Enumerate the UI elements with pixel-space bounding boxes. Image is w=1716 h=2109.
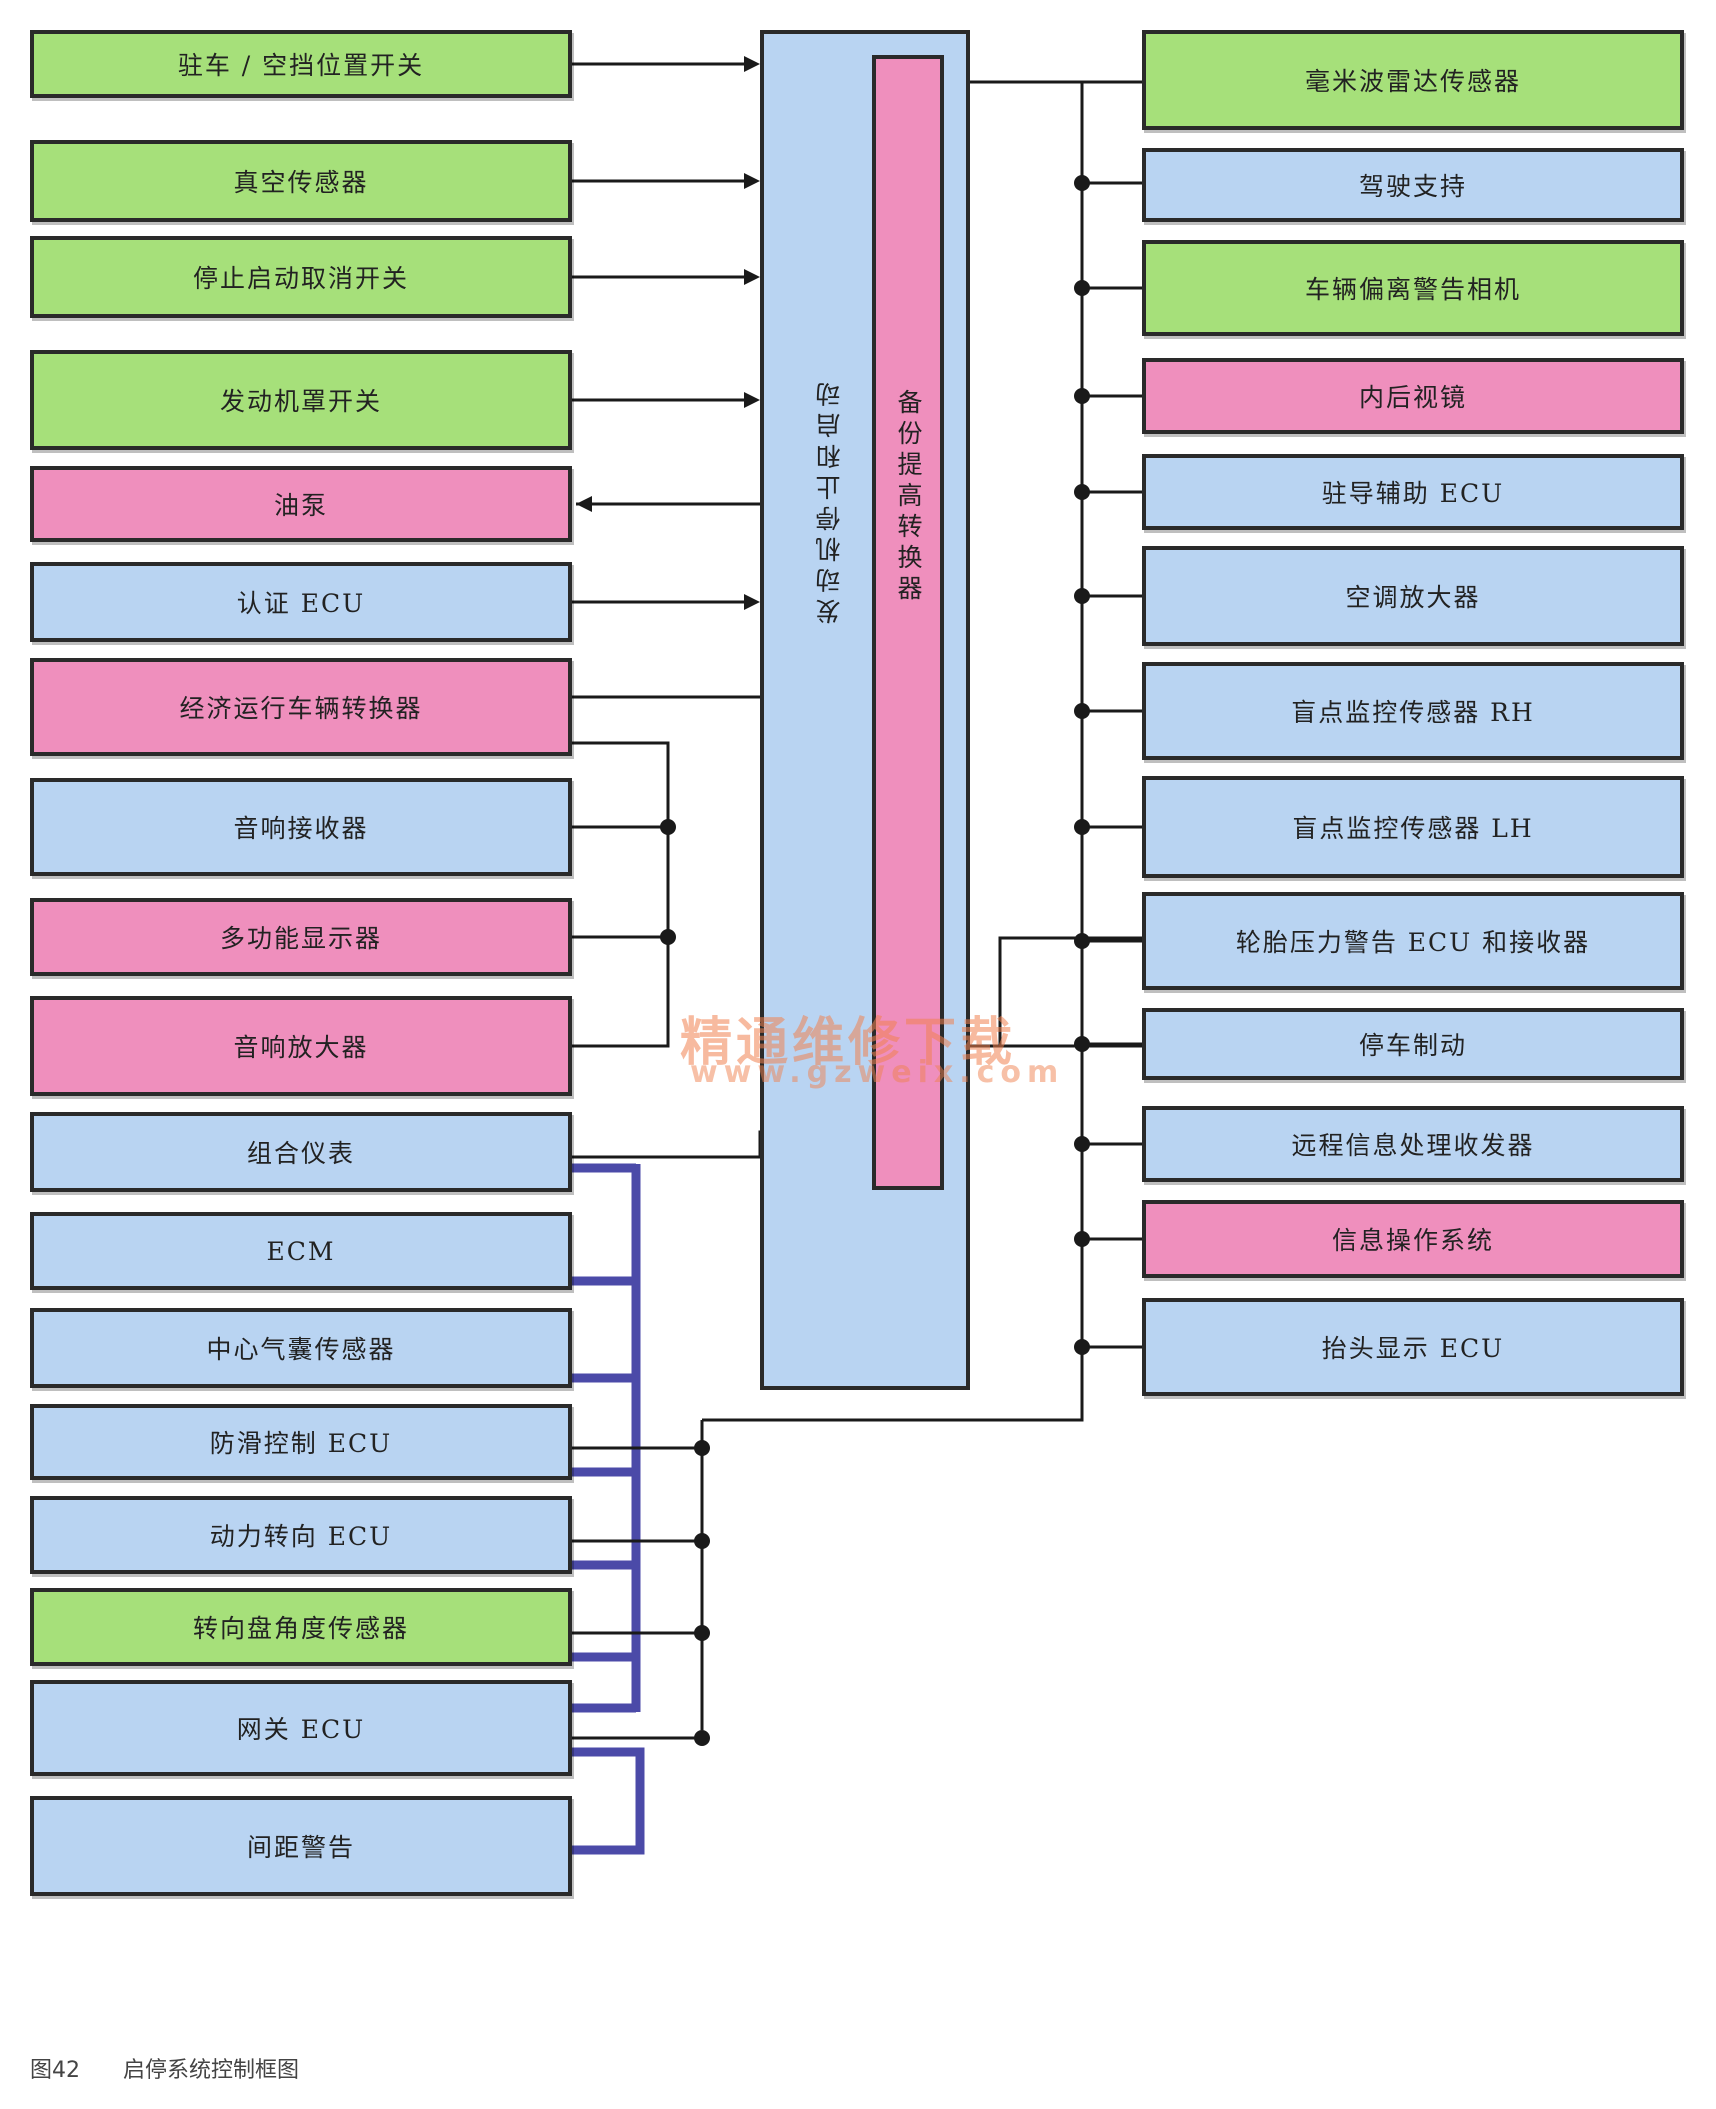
junction-dot [694, 1730, 710, 1746]
junction-dot [1074, 1231, 1090, 1247]
module-label: 信息操作系统 [1331, 1226, 1494, 1255]
module-label: 动力转向 ECU [209, 1522, 393, 1551]
left-module-1: 真空传感器 [30, 140, 572, 222]
module-label: 盲点监控传感器 RH [1291, 698, 1535, 727]
module-label: 认证 ECU [236, 589, 366, 618]
junction-dot [1074, 175, 1090, 191]
module-label: 空调放大器 [1345, 583, 1481, 612]
left-module-7: 音响接收器 [30, 778, 572, 876]
figure-number: 图42 [30, 2058, 80, 2083]
left-module-10: 组合仪表 [30, 1112, 572, 1192]
module-label: 驻车 / 空挡位置开关 [177, 51, 425, 80]
module-label: 车辆偏离警告相机 [1304, 275, 1521, 304]
backup-boost-converter-label: 备份提高转换器 [894, 389, 923, 606]
figure-title: 启停系统控制框图 [123, 2058, 300, 2083]
junction-dot [1074, 588, 1090, 604]
junction-dot [1074, 1036, 1090, 1052]
left-module-3: 发动机罩开关 [30, 350, 572, 450]
module-label: 盲点监控传感器 LH [1292, 814, 1534, 843]
junction-dot [1074, 819, 1090, 835]
module-label: 停止启动取消开关 [192, 264, 409, 293]
engine-stop-start-label: 发动机停止和启动 [815, 376, 844, 624]
module-label: 经济运行车辆转换器 [179, 694, 423, 723]
junction-dot [1074, 1136, 1090, 1152]
right-module-9: 停车制动 [1142, 1008, 1684, 1080]
right-module-6: 盲点监控传感器 RH [1142, 662, 1684, 760]
junction-dot [660, 929, 676, 945]
junction-dot [1074, 1339, 1090, 1355]
module-label: ECM [266, 1236, 336, 1266]
left-module-4: 油泵 [30, 466, 572, 542]
bus-line [572, 1747, 645, 1855]
module-label: 音响放大器 [233, 1033, 369, 1062]
module-label: 停车制动 [1358, 1031, 1467, 1060]
module-label: 内后视镜 [1358, 383, 1467, 412]
junction-dot [1074, 388, 1090, 404]
junction-dot [694, 1533, 710, 1549]
right-module-11: 信息操作系统 [1142, 1200, 1684, 1278]
watermark-url: www.gzweix.com [690, 1055, 1065, 1090]
left-module-2: 停止启动取消开关 [30, 236, 572, 318]
right-module-5: 空调放大器 [1142, 546, 1684, 646]
right-module-2: 车辆偏离警告相机 [1142, 240, 1684, 336]
input-arrow [744, 173, 760, 189]
module-label: 转向盘角度传感器 [192, 1614, 409, 1643]
module-label: 多功能显示器 [219, 924, 382, 953]
module-label: 中心气囊传感器 [206, 1335, 396, 1364]
left-module-17: 间距警告 [30, 1796, 572, 1896]
left-module-12: 中心气囊传感器 [30, 1308, 572, 1388]
left-module-9: 音响放大器 [30, 996, 572, 1096]
watermark-text: 精通维修下载 [680, 1012, 1017, 1073]
module-label: 轮胎压力警告 ECU 和接收器 [1235, 928, 1591, 957]
right-module-10: 远程信息处理收发器 [1142, 1106, 1684, 1182]
junction-dot [694, 1625, 710, 1641]
module-label: 间距警告 [246, 1833, 355, 1862]
left-module-5: 认证 ECU [30, 562, 572, 642]
left-module-6: 经济运行车辆转换器 [30, 658, 572, 756]
module-label: 网关 ECU [236, 1715, 366, 1744]
module-label: 音响接收器 [233, 814, 369, 843]
wire [572, 741, 670, 1048]
right-module-1: 驾驶支持 [1142, 148, 1684, 222]
junction-dot [1074, 933, 1090, 949]
input-arrow [744, 56, 760, 72]
module-label: 油泵 [273, 491, 328, 520]
left-module-11: ECM [30, 1212, 572, 1290]
module-label: 抬头显示 ECU [1321, 1334, 1505, 1363]
left-module-16: 网关 ECU [30, 1680, 572, 1776]
output-arrow [576, 496, 592, 512]
module-label: 驾驶支持 [1358, 172, 1467, 201]
input-arrow [744, 269, 760, 285]
backup-boost-converter-block: 备份提高转换器 [872, 55, 944, 1190]
junction-dot [1074, 703, 1090, 719]
module-label: 组合仪表 [246, 1139, 355, 1168]
junction-dot [694, 1440, 710, 1456]
module-label: 驻导辅助 ECU [1321, 479, 1505, 508]
junction-dot [1074, 280, 1090, 296]
left-module-0: 驻车 / 空挡位置开关 [30, 30, 572, 98]
module-label: 毫米波雷达传感器 [1304, 67, 1521, 96]
right-module-0: 毫米波雷达传感器 [1142, 30, 1684, 130]
right-module-8: 轮胎压力警告 ECU 和接收器 [1142, 892, 1684, 990]
left-module-15: 转向盘角度传感器 [30, 1588, 572, 1666]
wire [702, 82, 1084, 1422]
module-label: 防滑控制 ECU [209, 1429, 393, 1458]
input-arrow [744, 392, 760, 408]
module-label: 发动机罩开关 [219, 387, 382, 416]
input-arrow [744, 594, 760, 610]
left-module-14: 动力转向 ECU [30, 1496, 572, 1574]
right-module-7: 盲点监控传感器 LH [1142, 776, 1684, 878]
left-module-8: 多功能显示器 [30, 898, 572, 976]
junction-dot [660, 819, 676, 835]
right-module-4: 驻导辅助 ECU [1142, 454, 1684, 530]
module-label: 真空传感器 [233, 168, 369, 197]
module-label: 远程信息处理收发器 [1291, 1131, 1535, 1160]
right-module-12: 抬头显示 ECU [1142, 1298, 1684, 1396]
right-module-3: 内后视镜 [1142, 358, 1684, 434]
junction-dot [1074, 484, 1090, 500]
figure-caption: 图42 启停系统控制框图 [30, 2052, 335, 2084]
left-module-13: 防滑控制 ECU [30, 1404, 572, 1480]
